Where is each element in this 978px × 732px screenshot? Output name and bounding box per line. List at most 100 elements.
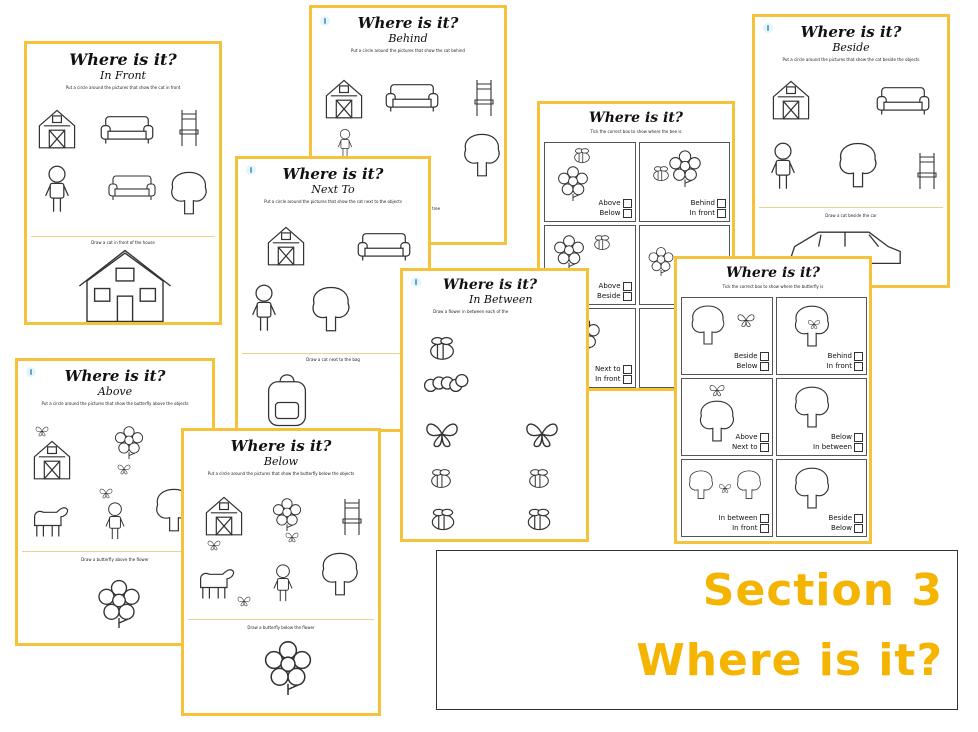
- option-label: Beside: [734, 352, 758, 360]
- tick-box[interactable]: [854, 513, 863, 523]
- option-label: Below: [830, 524, 852, 532]
- bee-icon: [427, 467, 455, 491]
- tick-box[interactable]: [759, 442, 769, 452]
- divider: [31, 236, 215, 237]
- bee-icon: [425, 335, 459, 363]
- tick-box[interactable]: [759, 361, 769, 371]
- sofa-icon: [875, 83, 931, 117]
- tick-box[interactable]: [854, 351, 863, 361]
- option-label: Above: [598, 199, 621, 207]
- grid-cell: Behind In front: [775, 297, 867, 375]
- sheet-title: Where is it?: [725, 265, 821, 281]
- option-label: Behind: [690, 199, 715, 207]
- school-logo-icon: [26, 367, 36, 377]
- backpack-icon: [264, 369, 310, 429]
- butterfly-icon: [34, 425, 50, 437]
- horse-icon: [28, 501, 72, 539]
- tick-box[interactable]: [759, 523, 769, 533]
- school-logo-icon: [411, 277, 421, 287]
- worksheet-below: Where is it? Below Put a circle around t…: [181, 428, 381, 716]
- tick-box[interactable]: [622, 208, 632, 218]
- option-label: In between: [813, 443, 852, 451]
- tick-box[interactable]: [854, 432, 863, 442]
- child-icon: [769, 141, 797, 191]
- tick-box[interactable]: [622, 198, 632, 208]
- option-label: Next to: [594, 365, 621, 373]
- section-title-box: Section 3 Where is it?: [436, 550, 958, 710]
- sheet-instruction: Put a circle around the pictures that sh…: [207, 471, 355, 476]
- bee-icon: [427, 507, 459, 533]
- tree-icon: [686, 468, 716, 500]
- butterfly-icon: [116, 463, 132, 475]
- tick-box[interactable]: [622, 364, 632, 374]
- butterfly-icon: [284, 531, 300, 543]
- tick-box[interactable]: [759, 513, 769, 523]
- butterfly-icon: [523, 419, 561, 449]
- butterfly-icon: [236, 595, 252, 607]
- sheet-task: tree: [432, 206, 441, 211]
- child-icon: [250, 283, 278, 333]
- horse-icon: [194, 563, 238, 601]
- option-label: Next to: [731, 443, 758, 451]
- barn-icon: [264, 223, 308, 267]
- chair-icon: [340, 497, 364, 537]
- divider: [22, 551, 208, 552]
- sheet-subtitle: Beside: [832, 41, 870, 54]
- flower-icon: [112, 425, 146, 459]
- bee-icon: [650, 165, 672, 183]
- chair-icon: [472, 78, 496, 118]
- sheet-task: Draw a butterfly above the flower: [81, 557, 149, 562]
- tree-icon: [308, 283, 354, 333]
- tree-icon: [791, 464, 833, 510]
- worksheet-butterfly-tick-boxes: Where is it? Tick the correct box to sho…: [674, 256, 872, 544]
- divider: [188, 619, 374, 620]
- barn-icon: [769, 77, 813, 121]
- tick-box[interactable]: [854, 523, 863, 533]
- tick-box[interactable]: [759, 432, 769, 442]
- sheet-instruction: Tick the correct box to show where the b…: [722, 284, 824, 289]
- child-icon: [332, 128, 358, 158]
- tick-box[interactable]: [622, 374, 632, 384]
- tick-box[interactable]: [622, 291, 632, 301]
- tick-box[interactable]: [854, 361, 863, 371]
- butterfly-icon: [423, 419, 461, 449]
- butterfly-icon: [206, 539, 222, 551]
- tree-icon: [167, 168, 211, 216]
- tick-box[interactable]: [854, 442, 863, 452]
- bee-icon: [523, 507, 555, 533]
- tick-box[interactable]: [717, 208, 726, 218]
- option-label: Below: [736, 362, 758, 370]
- house-icon: [71, 248, 179, 324]
- sheet-subtitle: In Between: [469, 293, 533, 306]
- tree-icon: [835, 139, 881, 189]
- option-label: Behind: [827, 352, 852, 360]
- sheet-title: Where is it?: [357, 14, 459, 32]
- option-label: In front: [732, 524, 758, 532]
- chair-icon: [915, 151, 939, 191]
- child-icon: [272, 563, 294, 603]
- flower-icon: [94, 575, 144, 631]
- sheet-instruction: Draw a flower in between each of the: [433, 309, 509, 314]
- sheet-subtitle: Below: [263, 455, 299, 468]
- sheet-title: Where is it?: [230, 437, 332, 455]
- tick-box[interactable]: [759, 351, 769, 361]
- sheet-task: Draw a cat beside the car: [825, 213, 877, 218]
- barn-icon: [322, 76, 366, 120]
- tick-box[interactable]: [717, 198, 726, 208]
- sheet-title: Where is it?: [69, 50, 177, 69]
- tick-box[interactable]: [622, 281, 632, 291]
- bee-icon: [591, 234, 613, 252]
- caterpillar-icon: [421, 371, 469, 395]
- option-label: In front: [826, 362, 852, 370]
- sheet-title: Where is it?: [800, 23, 902, 41]
- sheet-task: Draw a butterfly below the flower: [247, 625, 315, 630]
- butterfly-icon: [718, 482, 732, 494]
- tree-icon: [791, 383, 833, 429]
- flower-icon: [260, 637, 316, 697]
- sheet-task: Draw a cat in front of the house: [91, 240, 155, 245]
